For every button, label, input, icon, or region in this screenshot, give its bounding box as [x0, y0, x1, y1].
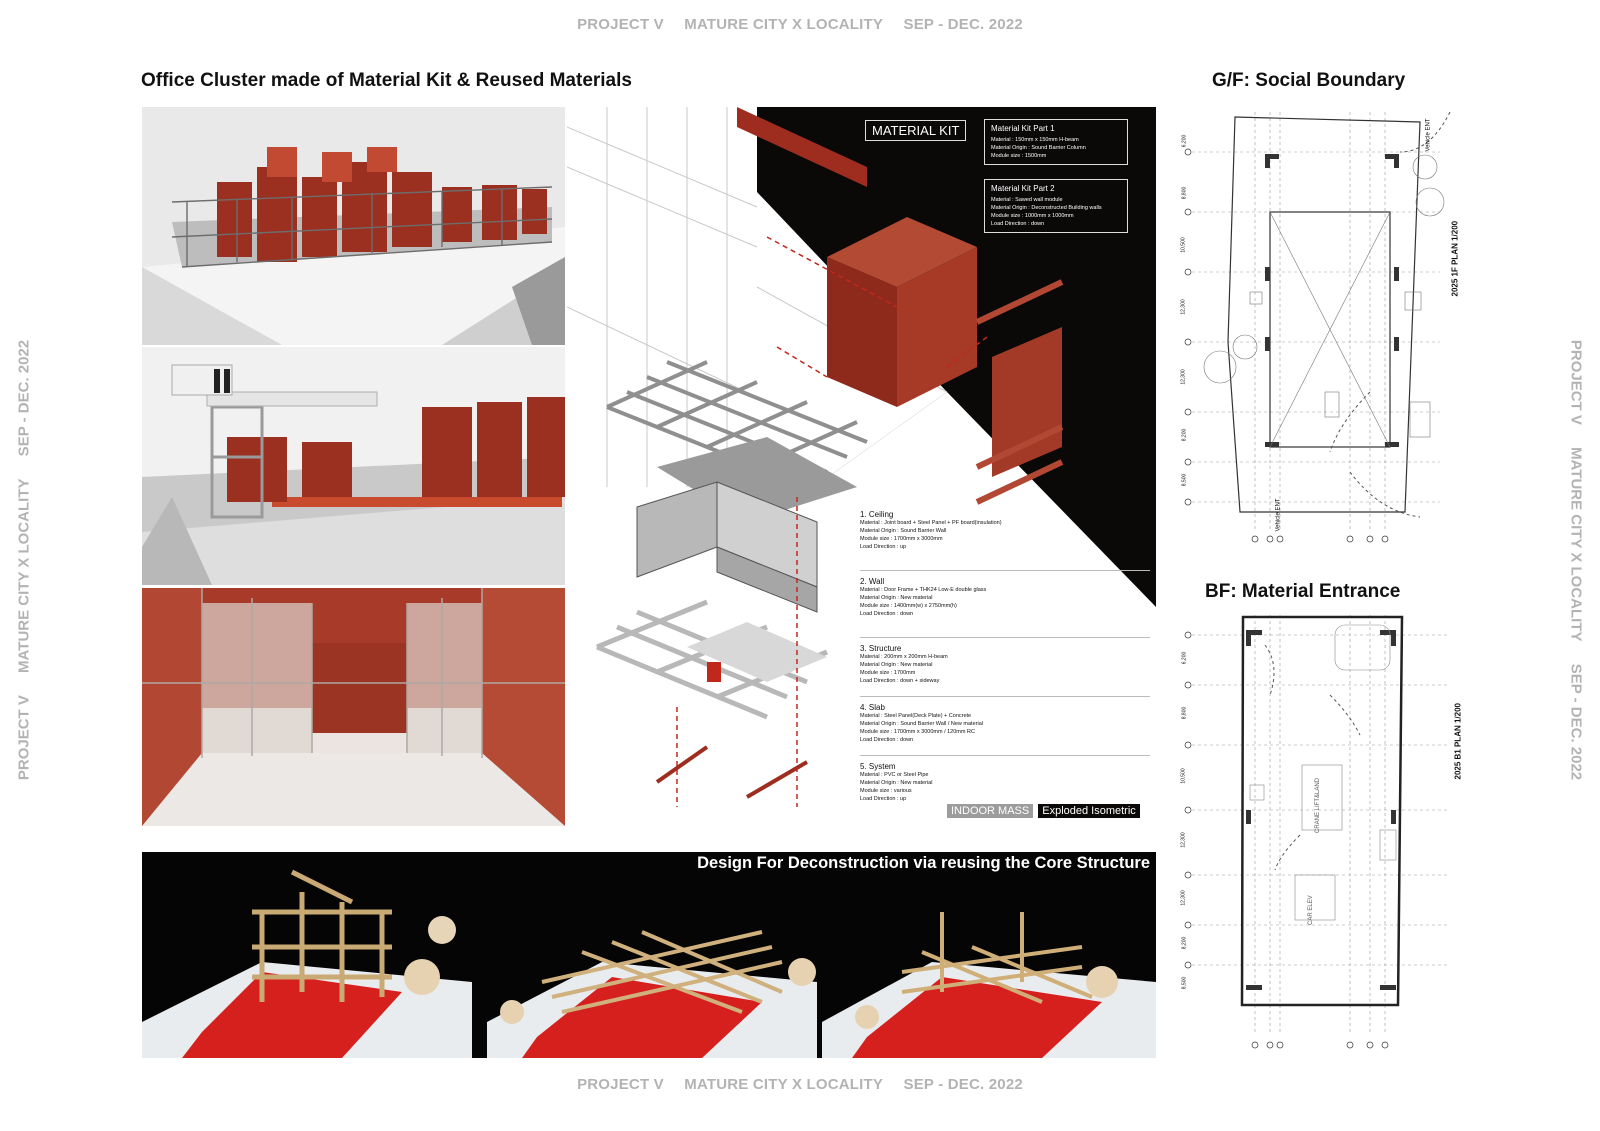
- side-left-theme: MATURE CITY X LOCALITY: [15, 478, 33, 673]
- layer-system-title: 5. System: [860, 762, 896, 771]
- layer-line: Load Direction : down: [860, 737, 914, 743]
- side-right-date: SEP - DEC. 2022: [1567, 663, 1585, 781]
- layer-line: Module size : various: [860, 788, 912, 794]
- plan-gf-label: 2025 1F PLAN 1/200: [1450, 220, 1460, 297]
- plan-bf-title: BF: Material Entrance: [1205, 581, 1401, 602]
- kit-part-2-line: Material Origin : Deconstructed Building…: [991, 205, 1102, 211]
- side-label-right: PROJECT V MATURE CITY X LOCALITY SEP - D…: [1568, 331, 1585, 789]
- kit-part-2: Material Kit Part 2 Material : Sawed wal…: [984, 179, 1128, 233]
- header-date: SEP - DEC. 2022: [903, 16, 1023, 33]
- layer-line: Material Origin : Sound Barrier Wall / N…: [860, 721, 983, 727]
- layer-line: Material : PVC or Steel Pipe: [860, 772, 929, 778]
- layer-line: Load Direction : up: [860, 544, 907, 550]
- side-right-theme: MATURE CITY X LOCALITY: [1567, 447, 1585, 642]
- layer-line: Module size : 1700mm x 3000mm: [860, 536, 943, 542]
- layer-line: Load Direction : down: [860, 611, 914, 617]
- plan-bf-dim: 8,800: [1181, 706, 1188, 720]
- plan-bf-dim: 8,500: [1181, 976, 1188, 990]
- page-header: PROJECT V MATURE CITY X LOCALITY SEP - D…: [0, 16, 1600, 33]
- kit-part-1-line: Module size : 1500mm: [991, 153, 1047, 159]
- header-project: PROJECT V: [577, 16, 664, 33]
- plan-bf-dim: 8,200: [1181, 936, 1188, 950]
- exploded-isometric-panel: MATERIAL KIT Material Kit Part 1 Materia…: [567, 107, 1156, 826]
- side-left-project: PROJECT V: [15, 695, 33, 781]
- layer-line: Material Origin : Sound Barrier Wall: [860, 528, 947, 534]
- side-left-date: SEP - DEC. 2022: [15, 339, 33, 457]
- layer-line: Module size : 1700mm x 3000mm / 120mm RC: [860, 729, 975, 735]
- plan-gf-dim: 12,300: [1180, 299, 1187, 315]
- layer-line: Material Origin : New material: [860, 780, 933, 786]
- plan-gf-dim: 8,200: [1181, 428, 1188, 442]
- indoor-mass-legend: INDOOR MASS Exploded Isometric: [947, 804, 1140, 818]
- kit-part-1-title: Material Kit Part 1: [991, 124, 1055, 133]
- plan-bf-label: 2025 B1 PLAN 1/200: [1453, 703, 1463, 780]
- plan-gf-dim: 10,500: [1180, 237, 1187, 253]
- footer-theme: MATURE CITY X LOCALITY: [684, 1076, 884, 1093]
- layer-structure-title: 3. Structure: [860, 644, 902, 653]
- plan-bf-dim: 10,500: [1180, 768, 1187, 784]
- layer-line: Module size : 1700mm: [860, 670, 916, 676]
- model-3: [822, 912, 1156, 1058]
- material-kit-label: MATERIAL KIT: [865, 120, 967, 141]
- vehicle-ent-top: Vehicle ENT: [1425, 118, 1432, 152]
- page-footer: PROJECT V MATURE CITY X LOCALITY SEP - D…: [0, 1076, 1600, 1093]
- vehicle-ent-bottom: Vehicle ENT: [1275, 498, 1282, 532]
- layer-slab-title: 4. Slab: [860, 703, 885, 712]
- render-interior: [142, 588, 565, 826]
- layer-line: Module size : 1400mm(w) x 2750mm(h): [860, 603, 957, 609]
- layer-structure: 3. Structure Material : 200mm x 200mm H-…: [860, 644, 1150, 697]
- models-title: Design For Deconstruction via reusing th…: [697, 854, 1150, 872]
- kit-part-1-line: Material Origin : Sound Barrier Column: [991, 145, 1086, 151]
- plan-bf-dim: 12,300: [1180, 890, 1187, 906]
- kit-part-1-line: Material : 150mm x 150mm H-beam: [991, 137, 1079, 143]
- exploded-label: Exploded Isometric: [1038, 804, 1140, 818]
- layer-line: Material : Joint board + Steel Panel + P…: [860, 520, 1002, 526]
- plan-bf-dim: 12,300: [1180, 832, 1187, 848]
- physical-models-strip: Design For Deconstruction via reusing th…: [142, 852, 1156, 1058]
- footer-project: PROJECT V: [577, 1076, 664, 1093]
- kit-part-1: Material Kit Part 1 Material : 150mm x 1…: [984, 119, 1128, 165]
- plan-gf-dim: 8,800: [1181, 186, 1188, 200]
- layer-line: Material : Door Frame + THK24 Low-E doub…: [860, 587, 987, 593]
- layer-ceiling-title: 1. Ceiling: [860, 510, 894, 519]
- side-right-project: PROJECT V: [1567, 339, 1585, 425]
- model-2: [487, 930, 817, 1058]
- layer-wall-title: 2. Wall: [860, 577, 885, 586]
- layer-line: Material Origin : New material: [860, 662, 933, 668]
- model-1: [142, 869, 472, 1058]
- car-elev-label: CAR ELEV: [1308, 895, 1314, 925]
- layer-wall: 2. Wall Material : Door Frame + THK24 Lo…: [860, 577, 1150, 638]
- layer-line: Material : 200mm x 200mm H-beam: [860, 654, 948, 660]
- layer-line: Load Direction : up: [860, 796, 907, 802]
- indoor-mass-label: INDOOR MASS: [947, 804, 1034, 818]
- plan-gf-title: G/F: Social Boundary: [1212, 70, 1406, 91]
- kit-part-2-line: Module size : 1000mm x 1000mm: [991, 213, 1074, 219]
- side-label-left: PROJECT V MATURE CITY X LOCALITY SEP - D…: [16, 331, 33, 789]
- kit-part-2-line: Material : Sawed wall module: [991, 197, 1063, 203]
- plan-gf-drawing: 6,200 8,800 10,500 12,300 12,300 8,200 8…: [1180, 92, 1470, 552]
- render-exterior-cluster: [142, 107, 565, 345]
- kit-part-2-title: Material Kit Part 2: [991, 184, 1055, 193]
- layer-notes: 1. Ceiling Material : Joint board + Stee…: [860, 510, 1150, 814]
- plan-gf-dim: 6,200: [1181, 134, 1188, 148]
- render-rooftop-crane: [142, 347, 565, 585]
- crane-label: CRANE LIFT&LAND: [1315, 777, 1321, 833]
- layer-slab: 4. Slab Material : Steel Panel(Deck Plat…: [860, 703, 1150, 756]
- layer-line: Load Direction : down + sideway: [860, 678, 940, 684]
- layer-system: 5. System Material : PVC or Steel Pipe M…: [860, 762, 1150, 814]
- plan-bf-dim: 6,200: [1181, 651, 1188, 665]
- layer-line: Material : Steel Panel(Deck Plate) + Con…: [860, 713, 972, 719]
- footer-date: SEP - DEC. 2022: [903, 1076, 1023, 1093]
- plan-gf-dim: 12,300: [1180, 369, 1187, 385]
- kit-part-2-line: Load Direction : down: [991, 221, 1045, 227]
- header-theme: MATURE CITY X LOCALITY: [684, 16, 884, 33]
- plan-bf-drawing: 6,200 8,800 10,500 12,300 12,300 8,200 8…: [1180, 605, 1470, 1060]
- layer-ceiling: 1. Ceiling Material : Joint board + Stee…: [860, 510, 1150, 571]
- plan-gf-dim: 8,500: [1181, 473, 1188, 487]
- layer-line: Material Origin : New material: [860, 595, 933, 601]
- main-title: Office Cluster made of Material Kit & Re…: [141, 70, 632, 91]
